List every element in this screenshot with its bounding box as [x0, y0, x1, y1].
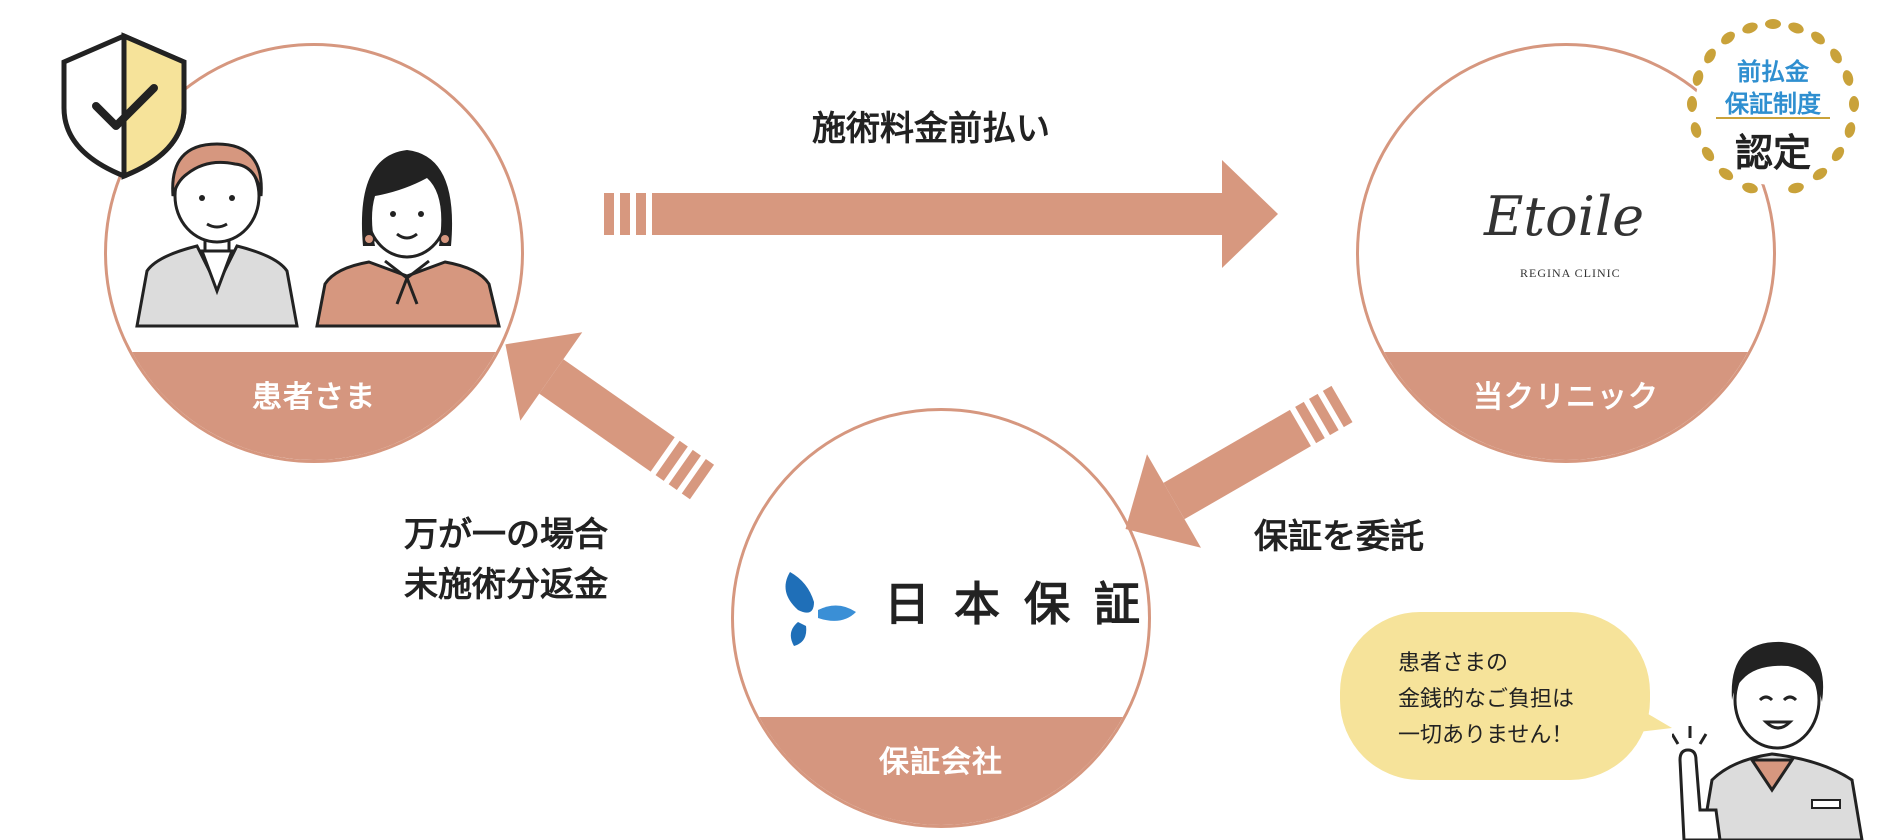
laurel-wreath-icon	[1687, 19, 1859, 194]
patient-label: 患者さま	[107, 352, 521, 460]
bubble-tail	[1638, 708, 1672, 732]
clinic-node: 当クリニック	[1356, 43, 1776, 463]
prepay-arrow	[604, 160, 1278, 268]
refund-label-line1: 万が一の場合	[404, 515, 608, 555]
woman-illustration	[315, 150, 501, 328]
refund-arrow	[505, 332, 715, 500]
certification-seal: 前払金 保証制度 認定	[1680, 14, 1866, 200]
clinic-logo-subtitle: REGINA CLINIC	[1520, 266, 1621, 280]
guarantor-label: 保証会社	[734, 717, 1148, 825]
shield-check-icon	[61, 32, 187, 180]
seal-line-3: 認定	[1734, 130, 1811, 175]
entrust-arrow	[1125, 385, 1353, 548]
guarantor-logo-text: 日本保証	[884, 577, 1164, 631]
prepay-label: 施術料金前払い	[812, 109, 1050, 149]
clinic-logo-script: Etoile	[1484, 185, 1645, 248]
patient-node: 患者さま	[104, 43, 524, 463]
entrust-label: 保証を委託	[1254, 517, 1424, 557]
clinic-label: 当クリニック	[1359, 352, 1773, 460]
speech-bubble: 患者さまの 金銭的なご負担は 一切ありません！	[1340, 612, 1650, 780]
guarantor-node: 保証会社	[731, 408, 1151, 828]
bubble-text: 患者さまの 金銭的なご負担は 一切ありません！	[1398, 646, 1574, 754]
man-illustration	[135, 142, 299, 328]
refund-label-line2: 未施術分返金	[404, 565, 608, 605]
staff-illustration	[1672, 641, 1864, 840]
bubble-line-1: 患者さまの	[1398, 651, 1509, 676]
nihon-hosho-logo-mark	[785, 572, 856, 646]
bubble-line-3: 一切ありません！	[1398, 723, 1574, 748]
seal-line-1: 前払金	[1737, 57, 1809, 86]
seal-line-2: 保証制度	[1725, 89, 1821, 118]
bubble-line-2: 金銭的なご負担は	[1398, 687, 1575, 712]
patients-illustration	[135, 142, 501, 328]
